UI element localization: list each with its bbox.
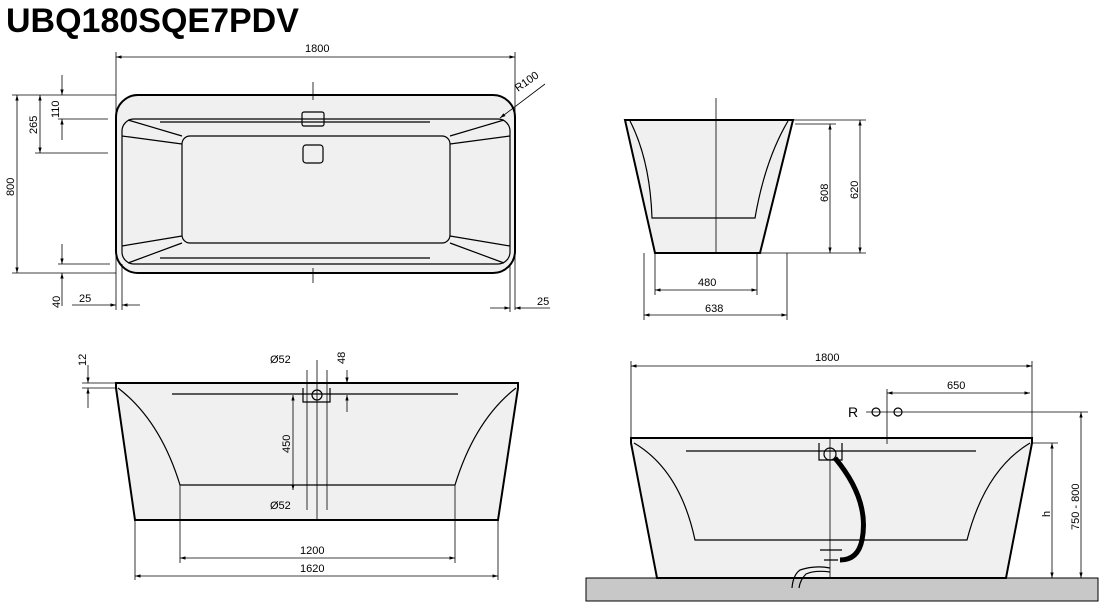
dim-installed-length: 1800 — [815, 352, 839, 364]
dim-620: 620 — [849, 181, 861, 199]
dim-1200: 1200 — [300, 545, 324, 557]
dim-40: 40 — [51, 296, 63, 308]
product-code-title: UBQ180SQE7PDV — [6, 2, 299, 40]
overflow-icon — [301, 111, 325, 127]
basin-floor — [181, 135, 451, 244]
dim-480: 480 — [698, 277, 716, 289]
dim-265: 265 — [28, 116, 40, 134]
floor — [585, 577, 1099, 602]
end-view: 608 620 480 638 — [623, 98, 866, 320]
dim-110: 110 — [50, 100, 62, 118]
dim-radius: R100 — [513, 70, 541, 95]
tub-rim-inner — [121, 118, 511, 265]
dim-450: 450 — [281, 435, 293, 453]
drain-hose — [833, 456, 866, 563]
dim-1620: 1620 — [300, 563, 324, 575]
top-view: 1800 R100 800 265 110 40 25 25 — [5, 43, 550, 312]
installation-view: 1800 650 R h 750 - 800 — [585, 352, 1099, 602]
dim-h: h — [1041, 511, 1053, 517]
dim-608: 608 — [819, 184, 831, 202]
tap-connection-icon — [871, 407, 881, 417]
dim-width: 800 — [5, 178, 17, 196]
front-view: Ø52 Ø52 48 12 450 1200 1620 — [77, 352, 519, 580]
dim-12: 12 — [77, 354, 89, 366]
dim-638: 638 — [705, 303, 723, 315]
drain-icon — [302, 144, 324, 164]
dim-overflow-diameter: Ø52 — [270, 354, 291, 366]
dim-25-left: 25 — [79, 293, 91, 305]
dim-drain-diameter: Ø52 — [270, 500, 291, 512]
tub-installed-profile — [630, 437, 1033, 579]
dim-48: 48 — [336, 352, 348, 364]
dim-tap-offset: 650 — [947, 380, 965, 392]
dim-height-range: 750 - 800 — [1070, 484, 1082, 530]
tap-connection-icon — [893, 407, 903, 417]
dim-length: 1800 — [305, 43, 329, 55]
tap-label: R — [848, 404, 858, 420]
dim-25-right: 25 — [537, 296, 549, 308]
tub-end-profile — [623, 119, 795, 254]
